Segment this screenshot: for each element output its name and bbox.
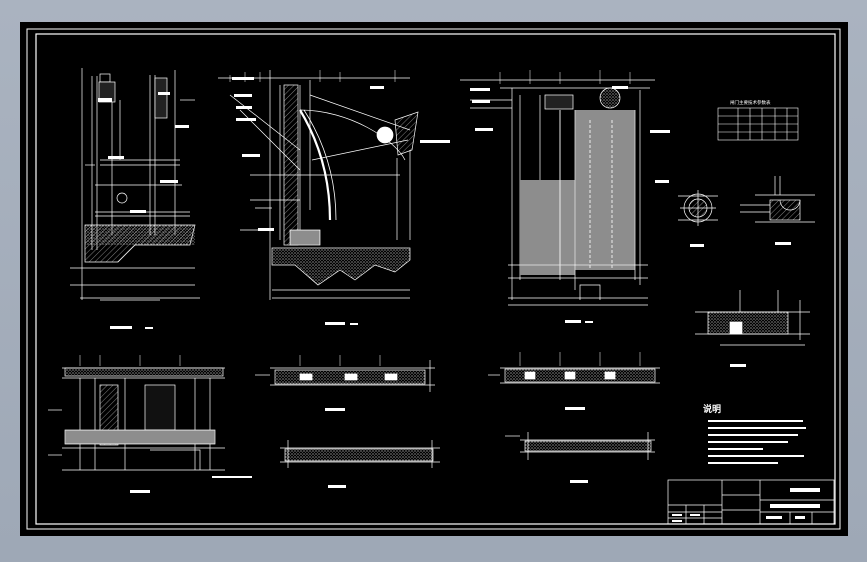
view-lower-left-note — [212, 476, 252, 478]
outer-frame — [26, 28, 841, 530]
view-lower-middle-bottom — [280, 440, 440, 468]
inner-frame — [35, 33, 836, 525]
view-lower-right-top-caption — [565, 407, 585, 410]
view-lower-right-bottom-caption — [570, 480, 588, 483]
view-fill-section — [460, 79, 655, 306]
detail-b-caption — [775, 242, 791, 245]
view-lower-right-bottom — [505, 432, 655, 460]
view-left-labels — [98, 92, 189, 329]
title-block — [667, 479, 835, 525]
detail-a-caption — [690, 244, 704, 247]
view-left-elevation — [70, 68, 200, 301]
detail-b — [740, 176, 815, 223]
view-lower-middle-top — [255, 360, 435, 392]
notes-body — [708, 420, 806, 464]
view-lower-left-caption — [130, 490, 150, 493]
view-lower-left — [48, 367, 225, 471]
detail-c — [695, 290, 810, 346]
view-gate-section — [218, 70, 419, 300]
view-lower-middle-bottom-caption — [328, 485, 346, 488]
detail-a — [678, 190, 718, 226]
dimension-ticks — [79, 70, 641, 366]
title-block-text — [672, 488, 820, 522]
notes-heading: 说明 — [703, 403, 721, 415]
detail-c-caption — [730, 364, 746, 367]
parameter-table-title: 闸门主要技术参数表 — [730, 99, 771, 106]
parameter-table — [717, 107, 799, 141]
view-gate-labels — [232, 77, 450, 325]
view-fill-labels — [470, 86, 670, 323]
view-lower-middle-top-caption — [325, 408, 345, 411]
view-lower-right-top — [488, 367, 660, 384]
